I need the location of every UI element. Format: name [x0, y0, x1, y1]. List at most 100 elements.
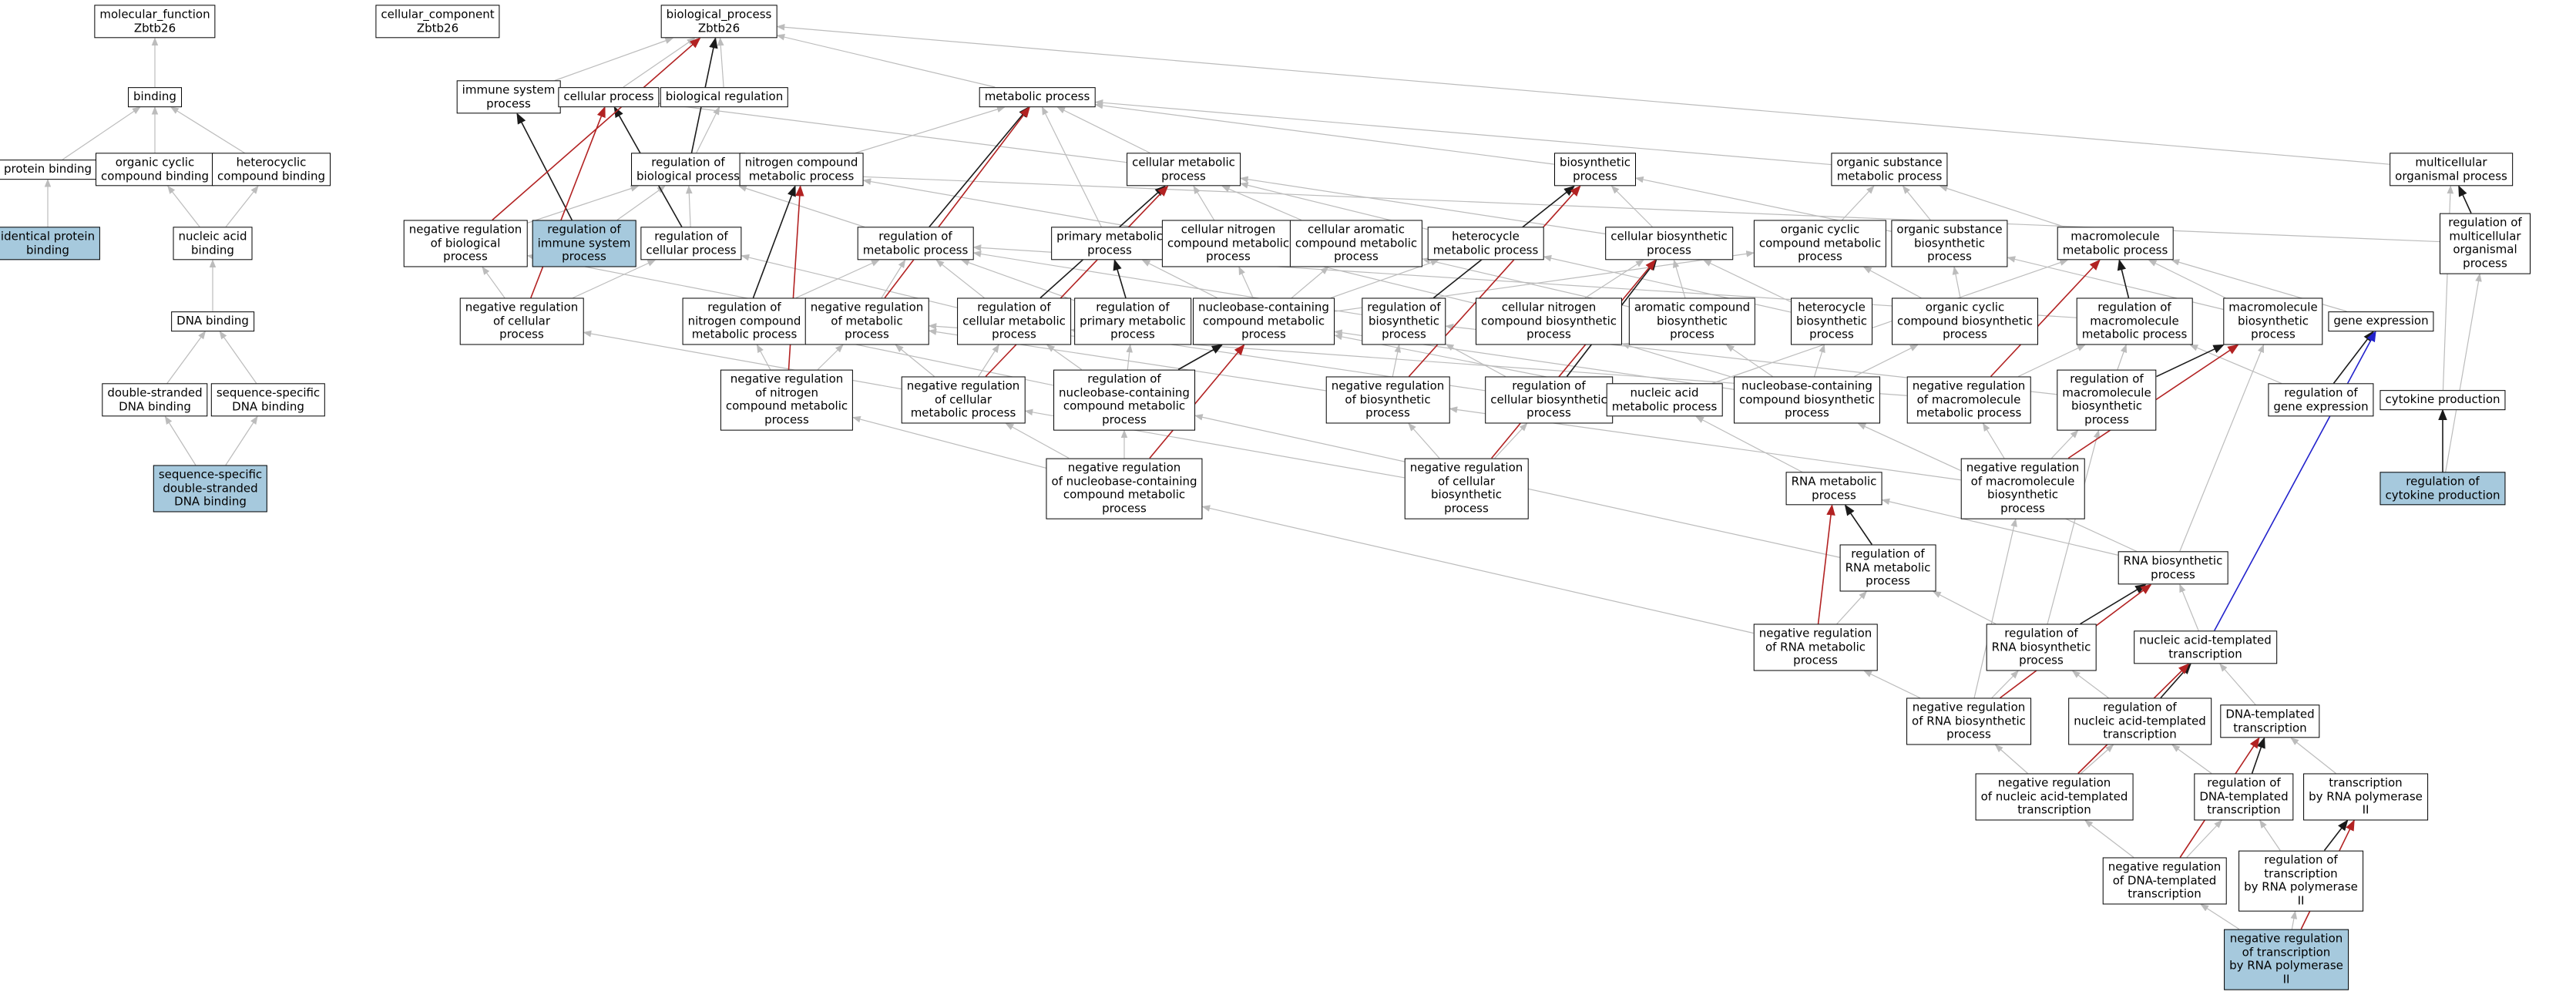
go-term-biosynthetic-process[interactable]: biosynthetic process: [1554, 153, 1636, 187]
go-term-rna-bsp[interactable]: RNA biosynthetic process: [2118, 551, 2228, 585]
go-term-macromolecule-bsp[interactable]: macromolecule biosynthetic process: [2223, 297, 2323, 345]
go-term-ncc-bsp[interactable]: nucleobase-containing compound biosynthe…: [1733, 376, 1881, 424]
go-term-heterocyclic-binding[interactable]: heterocyclic compound binding: [212, 153, 331, 187]
go-term-neg-reg-na-transcription[interactable]: negative regulation of nucleic acid-temp…: [1975, 773, 2134, 821]
graph-edge: [1201, 505, 1754, 634]
go-term-org-substance-bsp[interactable]: organic substance biosynthetic process: [1891, 220, 2008, 267]
graph-edge: [2171, 744, 2212, 774]
go-term-reg-bsp[interactable]: regulation of biosynthetic process: [1362, 297, 1446, 345]
go-term-identical-protein-binding[interactable]: identical protein binding: [0, 227, 101, 261]
go-term-seq-ds-dna-binding[interactable]: sequence-specific double-stranded DNA bi…: [153, 465, 268, 513]
go-term-nucleic-acid-mp[interactable]: nucleic acid metabolic process: [1606, 383, 1723, 417]
go-term-label: regulation of transcription by RNA polym…: [2244, 852, 2358, 908]
go-term-reg-gene-expression[interactable]: regulation of gene expression: [2268, 383, 2374, 417]
go-term-neg-reg-nitrogen-mp[interactable]: negative regulation of nitrogen compound…: [720, 369, 854, 431]
go-term-protein-binding[interactable]: protein binding: [0, 160, 98, 180]
graph-edge: [1291, 266, 1329, 298]
go-term-reg-cytokine-production[interactable]: regulation of cytokine production: [2380, 472, 2506, 506]
go-term-label: protein binding: [3, 162, 92, 176]
go-term-aromatic-bsp[interactable]: aromatic compound biosynthetic process: [1628, 297, 1756, 345]
go-term-dna-transcription[interactable]: DNA-templated transcription: [2220, 704, 2320, 738]
go-term-neg-reg-biological-process[interactable]: negative regulation of biological proces…: [403, 220, 528, 267]
go-term-reg-rna-bsp[interactable]: regulation of RNA biosynthetic process: [1986, 624, 2097, 671]
go-term-neg-reg-ncc-mp[interactable]: negative regulation of nucleobase-contai…: [1046, 458, 1203, 519]
go-term-reg-cellular-mp[interactable]: regulation of cellular metabolic process: [957, 297, 1071, 345]
go-term-nitrogen-mp[interactable]: nitrogen compound metabolic process: [739, 153, 864, 187]
go-term-org-cyclic-bsp[interactable]: organic cyclic compound biosynthetic pro…: [1891, 297, 2039, 345]
go-term-reg-macromolecule-bsp[interactable]: regulation of macromolecule biosynthetic…: [2057, 369, 2157, 431]
go-term-macromolecule-mp[interactable]: macromolecule metabolic process: [2057, 227, 2174, 261]
go-term-label: macromolecule biosynthetic process: [2228, 300, 2318, 341]
go-term-ds-dna-binding[interactable]: double-stranded DNA binding: [102, 383, 208, 417]
go-term-reg-biological-process[interactable]: regulation of biological process: [631, 153, 745, 187]
go-term-reg-rnap2-transcription[interactable]: regulation of transcription by RNA polym…: [2238, 850, 2363, 912]
go-term-label: negative regulation of transcription by …: [2229, 931, 2343, 987]
go-term-reg-nitrogen-mp[interactable]: regulation of nitrogen compound metaboli…: [682, 297, 807, 345]
go-term-neg-reg-cellular-bsp[interactable]: negative regulation of cellular biosynth…: [1404, 458, 1529, 519]
go-term-reg-dna-transcription[interactable]: regulation of DNA-templated transcriptio…: [2194, 773, 2294, 821]
go-term-reg-macromolecule-mp[interactable]: regulation of macromolecule metabolic pr…: [2076, 297, 2193, 345]
graph-edge: [1149, 344, 1245, 459]
go-term-neg-reg-rnap2-transcription[interactable]: negative regulation of transcription by …: [2224, 929, 2349, 990]
go-term-cellular-mp[interactable]: cellular metabolic process: [1127, 153, 1241, 187]
go-term-label: DNA-templated transcription: [2225, 707, 2315, 734]
graph-edge: [851, 415, 1046, 469]
go-term-reg-immune-system-process[interactable]: regulation of immune system process: [532, 220, 636, 267]
go-term-org-cyclic-mp[interactable]: organic cyclic compound metabolic proces…: [1753, 220, 1887, 267]
go-term-neg-reg-metabolic-process[interactable]: negative regulation of metabolic process: [804, 297, 929, 345]
go-term-neg-reg-bsp[interactable]: negative regulation of biosynthetic proc…: [1325, 376, 1450, 424]
go-term-label: negative regulation of cellular process: [465, 300, 579, 341]
go-term-multicellular-process[interactable]: multicellular organismal process: [2390, 153, 2513, 187]
go-term-nucleic-acid-binding[interactable]: nucleic acid binding: [173, 227, 253, 261]
go-term-neg-reg-cellular-process[interactable]: negative regulation of cellular process: [459, 297, 584, 345]
go-term-dna-binding[interactable]: DNA binding: [171, 311, 254, 331]
go-term-primary-mp[interactable]: primary metabolic process: [1051, 227, 1168, 261]
go-term-reg-cellular-process[interactable]: regulation of cellular process: [640, 227, 742, 261]
go-term-neg-reg-rna-bsp[interactable]: negative regulation of RNA biosynthetic …: [1906, 698, 2031, 745]
go-term-ncc-mp[interactable]: nucleobase-containing compound metabolic…: [1193, 297, 1335, 345]
go-term-cell-nitrogen-bsp[interactable]: cellular nitrogen compound biosynthetic …: [1475, 297, 1623, 345]
go-term-reg-multicellular-process[interactable]: regulation of multicellular organismal p…: [2440, 213, 2531, 274]
go-term-binding[interactable]: binding: [128, 87, 182, 107]
go-term-label: cellular process: [563, 89, 654, 104]
go-term-seq-dna-binding[interactable]: sequence-specific DNA binding: [210, 383, 326, 417]
go-term-metabolic-process[interactable]: metabolic process: [979, 87, 1096, 107]
go-term-heterocycle-mp[interactable]: heterocycle metabolic process: [1427, 227, 1544, 261]
go-term-heterocycle-bsp[interactable]: heterocycle biosynthetic process: [1791, 297, 1872, 345]
go-term-mf-root[interactable]: molecular_function Zbtb26: [94, 5, 216, 39]
go-term-cell-aromatic-mp[interactable]: cellular aromatic compound metabolic pro…: [1289, 220, 1423, 267]
go-term-reg-cellular-bsp[interactable]: regulation of cellular biosynthetic proc…: [1485, 376, 1613, 424]
go-term-reg-metabolic-process[interactable]: regulation of metabolic process: [857, 227, 974, 261]
go-term-rna-mp[interactable]: RNA metabolic process: [1785, 472, 1882, 506]
graph-edge: [696, 106, 720, 153]
graph-edge: [862, 178, 1163, 233]
go-term-na-transcription[interactable]: nucleic acid-templated transcription: [2134, 630, 2277, 664]
graph-edge: [2445, 273, 2482, 472]
graph-edge: [738, 185, 865, 228]
go-term-cell-nitrogen-mp[interactable]: cellular nitrogen compound metabolic pro…: [1161, 220, 1295, 267]
go-term-rnap2-transcription[interactable]: transcription by RNA polymerase II: [2303, 773, 2428, 821]
graph-edge: [2323, 819, 2349, 851]
go-term-biological-regulation[interactable]: biological regulation: [660, 87, 789, 107]
go-term-neg-reg-cellular-mp[interactable]: negative regulation of cellular metaboli…: [901, 376, 1026, 424]
graph-edge: [2259, 819, 2281, 851]
go-term-reg-primary-mp[interactable]: regulation of primary metabolic process: [1074, 297, 1191, 345]
go-term-cellular-bsp[interactable]: cellular biosynthetic process: [1605, 227, 1733, 261]
go-term-gene-expression[interactable]: gene expression: [2328, 311, 2434, 331]
go-term-reg-ncc-mp[interactable]: regulation of nucleobase-containing comp…: [1053, 369, 1195, 431]
go-term-neg-reg-dna-transcription[interactable]: negative regulation of DNA-templated tra…: [2102, 857, 2227, 905]
go-term-org-substance-mp[interactable]: organic substance metabolic process: [1831, 153, 1948, 187]
go-term-cellular-process[interactable]: cellular process: [558, 87, 660, 107]
go-term-org-cyclic-binding[interactable]: organic cyclic compound binding: [96, 153, 214, 187]
go-term-bp-root[interactable]: biological_process Zbtb26: [660, 5, 778, 39]
go-term-immune-system-process[interactable]: immune system process: [456, 80, 561, 114]
go-term-neg-reg-macromolecule-bsp[interactable]: negative regulation of macromolecule bio…: [1960, 458, 2085, 519]
go-term-cytokine-production[interactable]: cytokine production: [2380, 390, 2506, 410]
go-term-neg-reg-macromolecule-mp[interactable]: negative regulation of macromolecule met…: [1906, 376, 2031, 424]
go-term-neg-reg-rna-mp[interactable]: negative regulation of RNA metabolic pro…: [1753, 624, 1878, 671]
go-term-reg-rna-mp[interactable]: regulation of RNA metabolic process: [1839, 544, 1936, 592]
graph-edge: [170, 106, 245, 154]
graph-edge: [2219, 663, 2256, 705]
go-term-reg-na-transcription[interactable]: regulation of nucleic acid-templated tra…: [2068, 698, 2212, 745]
go-term-cc-root[interactable]: cellular_component Zbtb26: [375, 5, 500, 39]
